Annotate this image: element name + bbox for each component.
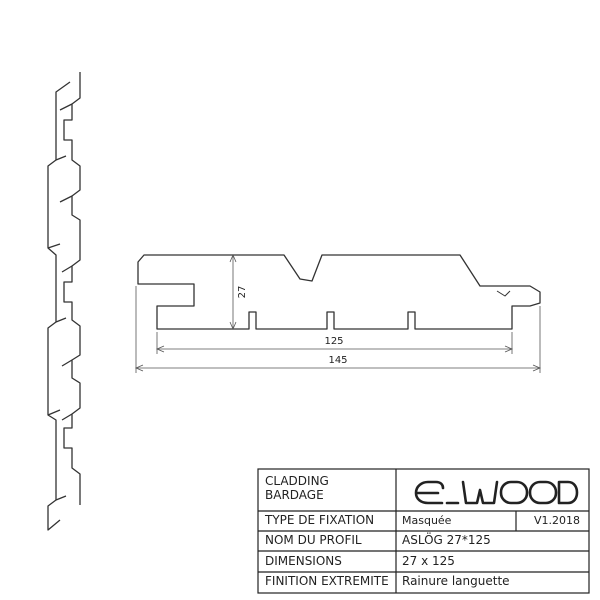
product-name: CLADDING BARDAGE [265, 474, 329, 503]
profile-cross-section [137, 254, 541, 330]
product-name-line2: BARDAGE [265, 487, 324, 502]
product-name-line1: CLADDING [265, 474, 329, 488]
dimensions-label: DIMENSIONS [265, 554, 342, 568]
end-finish-label: FINITION EXTREMITE [265, 574, 389, 588]
dimension-inner-width [155, 332, 514, 354]
title-block-grid [257, 468, 590, 594]
profile-name-label: NOM DU PROFIL [265, 533, 362, 547]
brand-logo-text: e_wood [0, 0, 4, 1]
dimension-height-label: 27 [237, 286, 248, 299]
dimension-height [229, 253, 237, 331]
dimension-inner-width-label: 125 [324, 336, 343, 347]
profile-name-value: ASLÖG 27*125 [402, 533, 491, 547]
dimension-total-width [134, 286, 542, 373]
fixation-type-label: TYPE DE FIXATION [265, 513, 375, 527]
version-label: V1.2018 [534, 514, 581, 527]
end-finish-value: Rainure languette [402, 574, 510, 588]
fixation-type-value: Masquée [402, 514, 452, 527]
stacked-boards-side-view [47, 72, 81, 531]
brand-logo [414, 480, 579, 505]
dimensions-value: 27 x 125 [402, 554, 455, 568]
dimension-total-width-label: 145 [328, 355, 347, 366]
